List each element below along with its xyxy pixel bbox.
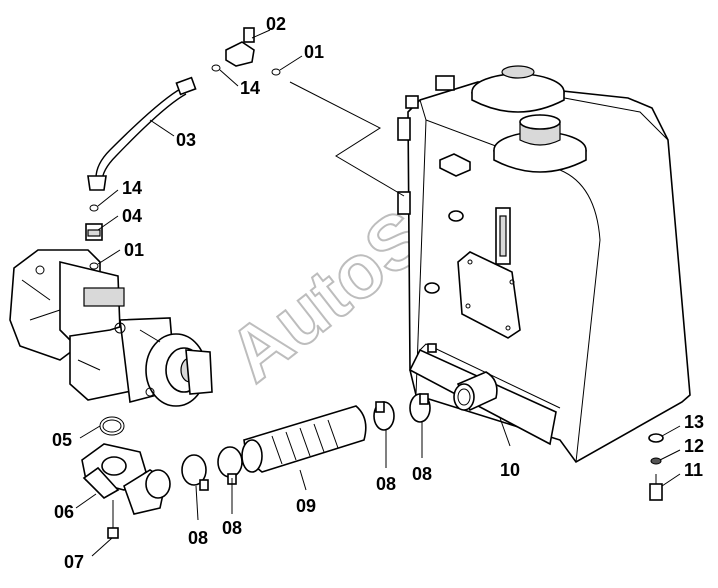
- bolt-11: [649, 474, 663, 501]
- callout-10: 10: [500, 460, 520, 480]
- hydraulic-pump: [9, 249, 213, 407]
- callout-14-top: 14: [240, 78, 260, 98]
- hydraulic-tank: [397, 65, 691, 464]
- callout-13: 13: [684, 412, 704, 432]
- adapter-fitting: [85, 223, 103, 241]
- callout-11: 11: [684, 460, 703, 480]
- suction-hose: [241, 405, 367, 473]
- bolt-07: [107, 500, 119, 539]
- o-ring-14-mid: [89, 204, 99, 212]
- suction-flange: [81, 443, 171, 515]
- leader-lines: [75, 29, 681, 557]
- callout-07: 07: [64, 552, 84, 572]
- callout-12: 12: [684, 436, 704, 456]
- callout-06: 06: [54, 502, 74, 522]
- hose-clamp-c: [373, 401, 395, 431]
- washer-13: [648, 433, 664, 443]
- pressure-hose: [87, 76, 197, 191]
- hose-clamp-b: [217, 446, 243, 485]
- hose-clamp-d: [409, 393, 431, 423]
- o-ring-14-top: [211, 64, 221, 72]
- callout-01-mid: 01: [124, 240, 144, 260]
- callout-09: 09: [296, 496, 316, 516]
- callout-08-d: 08: [412, 464, 432, 484]
- o-ring-01-top: [271, 68, 281, 76]
- callout-labels: 02 01 14 03 14 04 01 05 06 07 08 08 09 0…: [52, 14, 704, 572]
- callout-08-c: 08: [376, 474, 396, 494]
- washer-12: [650, 457, 662, 465]
- callout-04: 04: [122, 206, 142, 226]
- callout-01-top: 01: [304, 42, 324, 62]
- callout-05: 05: [52, 430, 72, 450]
- o-ring-01-mid: [89, 262, 99, 270]
- callout-03: 03: [176, 130, 196, 150]
- callout-08-b: 08: [222, 518, 242, 538]
- callout-14-mid: 14: [122, 178, 142, 198]
- callout-08-a: 08: [188, 528, 208, 548]
- leader-line: [289, 81, 405, 197]
- elbow-fitting: [225, 27, 255, 67]
- callout-02: 02: [266, 14, 286, 34]
- hose-clamp-a: [181, 454, 209, 491]
